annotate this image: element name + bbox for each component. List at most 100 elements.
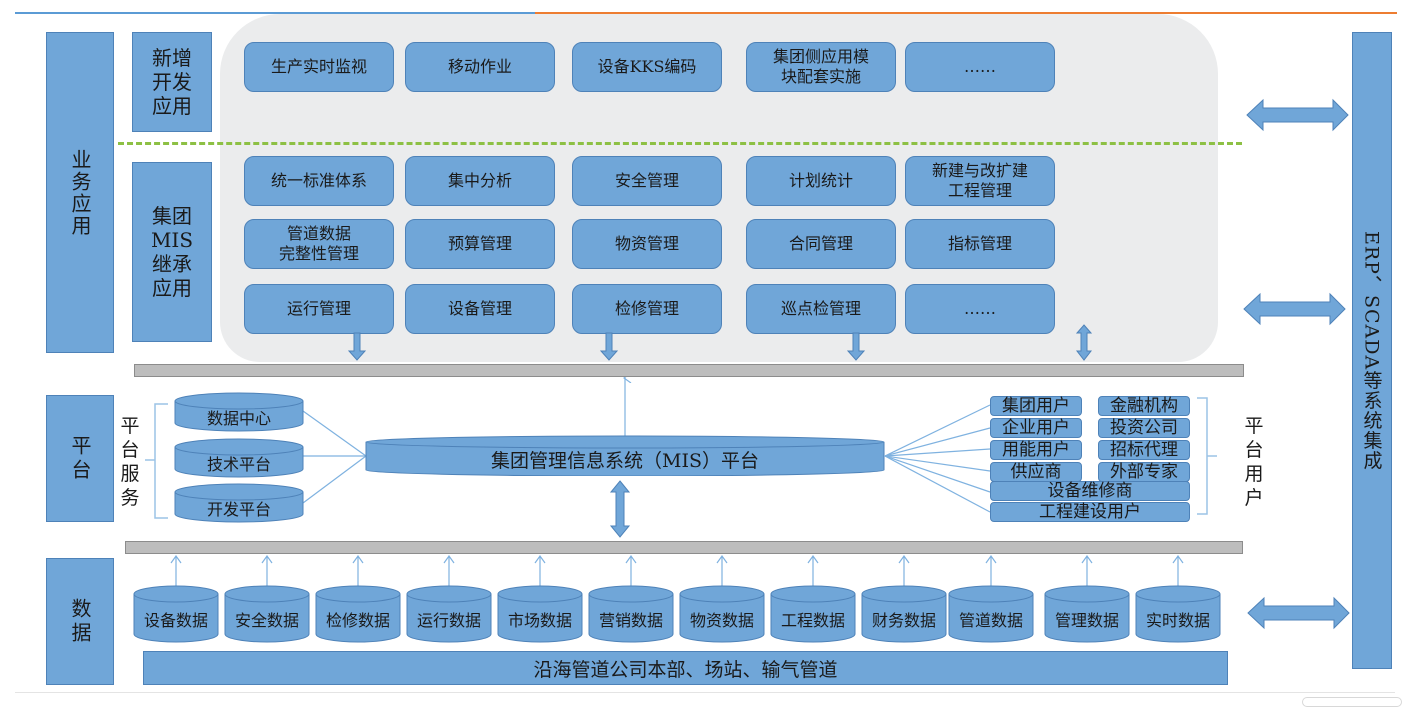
data-up-arrow bbox=[261, 554, 273, 586]
user-box-wide: 工程建设用户 bbox=[990, 502, 1190, 522]
data-source-bar: 沿海管道公司本部、场站、输气管道 bbox=[143, 651, 1228, 685]
data-store-cylinder-label: 市场数据 bbox=[507, 611, 572, 630]
data-store-cylinder: 工程数据 bbox=[770, 585, 856, 643]
data-store-cylinder-label: 工程数据 bbox=[780, 611, 845, 630]
user-link bbox=[884, 404, 991, 457]
service-cylinder: 技术平台 bbox=[174, 438, 304, 478]
stack-char: 台 bbox=[120, 439, 140, 461]
data-store-cylinder: 财务数据 bbox=[861, 585, 947, 643]
data-up-arrow bbox=[716, 554, 728, 586]
mis-app-box: …… bbox=[905, 284, 1055, 334]
mis-app-box: 管道数据完整性管理 bbox=[244, 219, 394, 269]
data-store-cylinder-label: 营销数据 bbox=[598, 611, 663, 630]
stack-char: 开发 bbox=[152, 70, 192, 94]
mis-app-box: 检修管理 bbox=[572, 284, 722, 334]
data-store-cylinder: 物资数据 bbox=[679, 585, 765, 643]
mis-app-box: 统一标准体系 bbox=[244, 156, 394, 206]
user-link bbox=[884, 455, 991, 493]
stack-char: 服 bbox=[120, 463, 140, 485]
mis-app-box: 预算管理 bbox=[405, 219, 555, 269]
mis-platform: 集团管理信息系统（MIS）平台 bbox=[365, 434, 885, 476]
user-box: 企业用户 bbox=[990, 418, 1082, 438]
integration-label: ERP、SCADA等系统集成 bbox=[1360, 230, 1383, 471]
data-store-cylinder: 检修数据 bbox=[315, 585, 401, 643]
data-store-cylinder-label: 运行数据 bbox=[416, 611, 481, 630]
mis-platform-label: 集团管理信息系统（MIS）平台 bbox=[491, 449, 759, 472]
down-arrow bbox=[347, 324, 1093, 361]
data-store-cylinder-label: 设备数据 bbox=[143, 611, 208, 630]
user-box: 用能用户 bbox=[990, 440, 1082, 460]
new-app-box: 生产实时监视 bbox=[244, 42, 394, 92]
user-box: 招标代理 bbox=[1098, 440, 1190, 460]
user-box: 投资公司 bbox=[1098, 418, 1190, 438]
data-store-cylinder-label: 安全数据 bbox=[234, 611, 299, 630]
stack-char: 用 bbox=[1244, 463, 1264, 485]
data-up-arrow bbox=[534, 554, 546, 586]
data-up-arrow bbox=[1172, 554, 1184, 586]
data-store-cylinder: 管理数据 bbox=[1044, 585, 1130, 643]
down-arrow bbox=[599, 332, 619, 361]
service-cylinder-label: 技术平台 bbox=[206, 455, 271, 474]
layer-business: 业务应用 bbox=[46, 32, 114, 353]
data-store-cylinder-label: 管道数据 bbox=[958, 611, 1023, 630]
mis-app-box: 新建与改扩建工程管理 bbox=[905, 156, 1055, 206]
platform-users-label: 平台用户 bbox=[1242, 414, 1266, 510]
user-box: 外部专家 bbox=[1098, 462, 1190, 482]
service-cylinder-label: 数据中心 bbox=[206, 409, 271, 428]
data-bus bbox=[125, 541, 1243, 554]
new-app-box: 集团侧应用模块配套实施 bbox=[746, 42, 896, 92]
service-cylinder: 数据中心 bbox=[174, 392, 304, 432]
data-store-cylinder-label: 财务数据 bbox=[871, 611, 936, 630]
stack-char: 户 bbox=[1244, 487, 1264, 509]
stack-char: 应用 bbox=[152, 276, 192, 300]
service-links bbox=[302, 410, 367, 504]
data-store-cylinder: 实时数据 bbox=[1135, 585, 1221, 643]
user-link bbox=[884, 427, 991, 457]
mis-app-box: 集中分析 bbox=[405, 156, 555, 206]
down-arrow bbox=[347, 332, 367, 361]
user-link bbox=[884, 448, 991, 457]
mis-app-box: 运行管理 bbox=[244, 284, 394, 334]
top-rule-orange bbox=[535, 12, 1397, 14]
users-bracket bbox=[1197, 397, 1217, 515]
mis-app-box: 计划统计 bbox=[746, 156, 896, 206]
mis-app-box: 安全管理 bbox=[572, 156, 722, 206]
data-store-cylinder: 管道数据 bbox=[948, 585, 1034, 643]
data-up-arrow bbox=[352, 554, 364, 586]
mis-app-box: 指标管理 bbox=[905, 219, 1055, 269]
corner-widget bbox=[1302, 697, 1402, 707]
data-up-arrow bbox=[898, 554, 910, 586]
stack-char: 应用 bbox=[152, 94, 192, 118]
top-rule-blue bbox=[15, 12, 535, 14]
user-link bbox=[884, 455, 991, 472]
mis-app-box: 巡点检管理 bbox=[746, 284, 896, 334]
data-store-cylinder: 运行数据 bbox=[406, 585, 492, 643]
data-up-arrow bbox=[807, 554, 819, 586]
data-store-cylinder-label: 检修数据 bbox=[325, 611, 390, 630]
data-store-cylinder-label: 管理数据 bbox=[1054, 611, 1119, 630]
user-links bbox=[884, 404, 991, 513]
data-store-cylinder: 营销数据 bbox=[588, 585, 674, 643]
stack-char: 平 bbox=[120, 415, 140, 437]
down-arrow bbox=[846, 332, 866, 361]
updown-arrow bbox=[609, 480, 631, 538]
erp-double-arrow bbox=[1246, 98, 1349, 132]
mis-app-box: 设备管理 bbox=[405, 284, 555, 334]
stack-char: 台 bbox=[1244, 439, 1264, 461]
data-source-label: 沿海管道公司本部、场站、输气管道 bbox=[533, 658, 838, 681]
platform-services-label: 平台服务 bbox=[118, 414, 142, 510]
new-app-box: …… bbox=[905, 42, 1055, 92]
stack-char: MIS bbox=[150, 228, 194, 252]
new-app-box: 移动作业 bbox=[405, 42, 555, 92]
bottom-rule bbox=[15, 692, 1395, 693]
erp-double-arrow bbox=[1243, 292, 1346, 326]
new-app-box: 设备KKS编码 bbox=[572, 42, 722, 92]
stack-char: 新增 bbox=[152, 46, 192, 70]
application-bus bbox=[134, 364, 1244, 377]
stack-char: 平 bbox=[1244, 415, 1264, 437]
services-bracket bbox=[145, 403, 168, 519]
integration-column: ERP、SCADA等系统集成 bbox=[1352, 32, 1392, 669]
group-new-dev: 新增开发应用 bbox=[132, 32, 212, 132]
